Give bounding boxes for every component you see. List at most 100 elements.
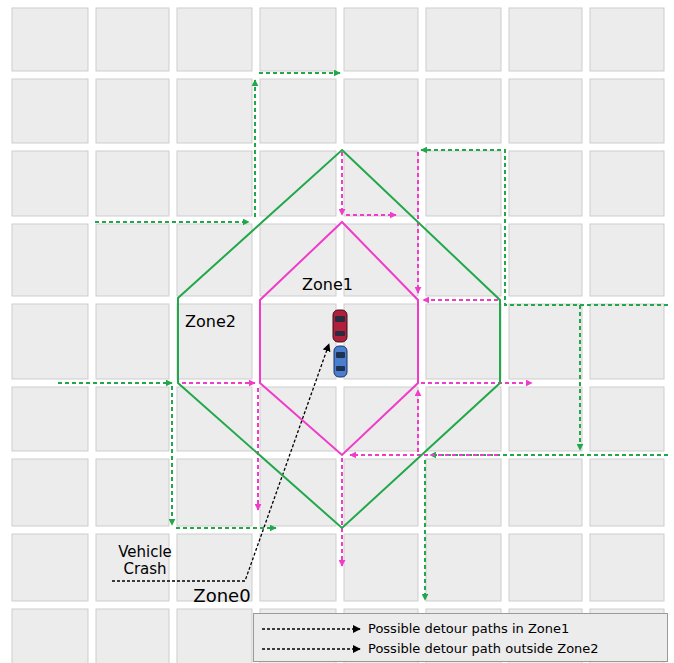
outer-detour-arrow (171, 386, 173, 525)
city-block (509, 79, 582, 143)
city-block (12, 609, 88, 663)
city-block (177, 459, 252, 526)
zone2-octagon: Zone1Zone2 (178, 150, 500, 528)
city-block (12, 534, 88, 601)
city-block (12, 8, 88, 71)
city-block (177, 304, 252, 379)
legend-dashed-arrow (262, 648, 360, 650)
city-block (590, 8, 664, 71)
legend-text: Possible detour paths in Zone1 (368, 621, 569, 637)
car-window (336, 366, 345, 371)
outer-detour-arrow (259, 72, 340, 74)
city-block (509, 534, 582, 601)
city-block (96, 387, 169, 451)
city-block (426, 304, 501, 379)
outer-detour-arrow (421, 150, 668, 305)
outer-detour-arrow (424, 460, 426, 600)
city-block (260, 151, 336, 216)
city-block (177, 609, 252, 663)
city-block (260, 8, 336, 71)
city-block (426, 534, 501, 601)
inner-detour-arrow (423, 299, 498, 301)
city-block (426, 459, 501, 526)
city-block (12, 387, 88, 451)
inner-detour-arrow (346, 214, 396, 216)
city-block (509, 387, 582, 451)
car-window (336, 352, 345, 358)
city-block (177, 224, 252, 296)
city-block (260, 387, 336, 451)
city-block (590, 224, 664, 296)
crashed-vehicles (333, 310, 347, 377)
city-block (260, 79, 336, 143)
octagon-outline (260, 222, 418, 455)
city-block (260, 534, 336, 601)
city-block (177, 8, 252, 71)
city-block (590, 387, 664, 451)
city-block (509, 151, 582, 216)
outer-detour-arrow (254, 80, 256, 217)
city-block (426, 79, 501, 143)
city-block (12, 79, 88, 143)
city-block (344, 8, 418, 71)
zone-boundary (178, 150, 500, 528)
inner-detour-arrow (350, 454, 498, 456)
zone0-label: Zone0 (186, 586, 258, 606)
legend-entry: Possible detour paths in Zone1 (254, 619, 667, 639)
zone-boundary (260, 222, 418, 455)
blue-car (334, 346, 347, 377)
city-block (96, 459, 169, 526)
legend-sample (260, 639, 364, 659)
legend-box: Possible detour paths in Zone1Possible d… (253, 613, 668, 662)
city-block (260, 304, 336, 379)
crash-label: Vehicle Crash (100, 544, 190, 577)
zone-label: Zone1 (302, 276, 353, 294)
city-block (96, 224, 169, 296)
inner-detour-arrow (417, 390, 419, 452)
city-block (426, 224, 501, 296)
city-block (509, 8, 582, 71)
legend-dashed-arrow (262, 628, 360, 630)
inner-detour-arrow (341, 458, 343, 566)
city-block (96, 151, 169, 216)
city-block (12, 224, 88, 296)
city-blocks (12, 8, 664, 663)
city-block (177, 151, 252, 216)
city-block (12, 459, 88, 526)
city-block (12, 304, 88, 379)
city-block (590, 459, 664, 526)
outer-detour-arrow (95, 221, 249, 223)
city-block (260, 459, 336, 526)
city-block (509, 304, 582, 379)
detour-paths (58, 73, 668, 600)
city-block (590, 304, 664, 379)
city-block (509, 459, 582, 526)
inner-detour-arrow (421, 382, 532, 384)
city-block (12, 151, 88, 216)
car-window (335, 316, 345, 322)
red-car (333, 310, 347, 342)
city-block (509, 224, 582, 296)
city-block (426, 8, 501, 71)
zone-label: Zone2 (185, 313, 236, 331)
city-block (426, 151, 501, 216)
city-block (344, 534, 418, 601)
city-block (177, 79, 252, 143)
city-block (344, 79, 418, 143)
inner-detour-arrow (341, 152, 343, 215)
city-block (344, 304, 418, 379)
city-block (96, 304, 169, 379)
city-block (96, 8, 169, 71)
city-block (590, 534, 664, 601)
legend-entry: Possible detour path outside Zone2 (254, 639, 667, 659)
car-window (335, 331, 345, 336)
outer-detour-arrow (430, 454, 668, 456)
city-block (590, 79, 664, 143)
inner-detour-arrow (182, 382, 255, 384)
city-block (344, 151, 418, 216)
outer-detour-arrow (579, 305, 581, 450)
outer-detour-arrow (58, 382, 172, 384)
legend-sample (260, 619, 364, 639)
inner-detour-arrow (257, 388, 259, 510)
